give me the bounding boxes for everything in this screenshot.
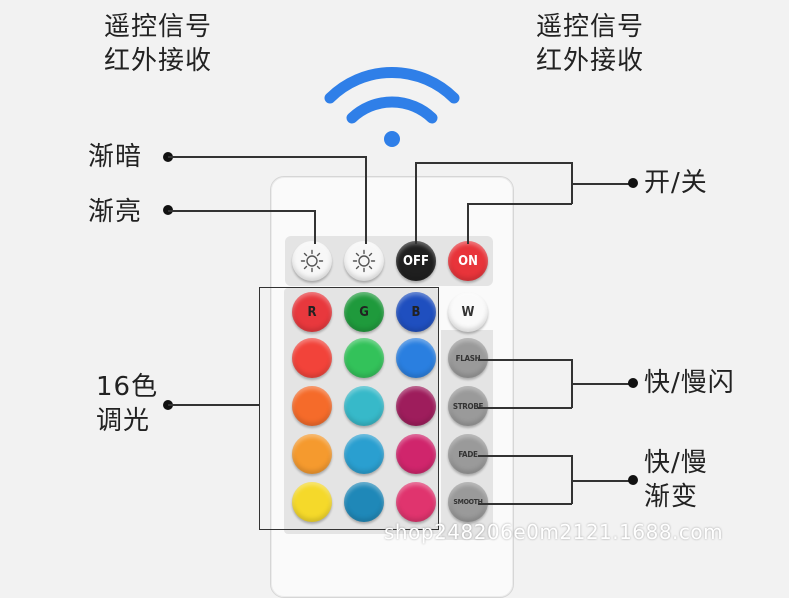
off-leader-v [415,162,417,244]
color-button[interactable] [344,482,384,522]
color-button[interactable] [292,434,332,474]
fade-smooth-label-dot [628,475,638,485]
dim-leader-h [168,156,366,158]
fade-button-label: FADE [458,449,478,459]
on-button[interactable]: ON [448,241,488,281]
signal-label-left-line1: 遥控信号 [104,12,213,42]
flash-button-label: FLASH [455,353,481,363]
onoff-label: 开/关 [644,168,708,198]
color-button[interactable] [292,338,332,378]
color-button-r-label: R [307,304,317,320]
bright-leader-v [314,210,316,244]
color-button-r[interactable]: R [292,292,332,332]
color-button[interactable] [396,338,436,378]
bright-button[interactable] [344,241,384,281]
fade-smooth-bracket-h [571,480,631,482]
strobe-button-label: STROBE [452,401,484,411]
bright-leader-h [168,210,315,212]
smooth-button[interactable]: SMOOTH [448,482,488,522]
on-leader-v [467,203,469,244]
dim-leader-v [365,156,367,244]
color-button[interactable] [292,482,332,522]
fade-smooth-label-line2: 渐变 [644,482,699,512]
signal-label-right-line1: 遥控信号 [536,12,645,42]
signal-label-left: 遥控信号 红外接收 [104,10,212,78]
on-leader-h [467,203,572,205]
color-button-g[interactable]: G [344,292,384,332]
flash-strobe-label: 快/慢闪 [644,368,735,398]
signal-label-left-line2: 红外接收 [104,46,213,76]
dim-button[interactable] [292,241,332,281]
color-label-line2: 调光 [96,406,151,436]
off-button[interactable]: OFF [396,241,436,281]
signal-label-right-line2: 红外接收 [536,46,645,76]
color-button[interactable] [292,386,332,426]
color-button[interactable] [344,434,384,474]
smooth-leader-h [478,503,572,505]
fade-leader-h [478,455,572,457]
fade-smooth-bracket-v [571,455,573,504]
dim-label: 渐暗 [88,142,143,172]
fade-smooth-label: 快/慢 渐变 [644,446,708,514]
color-button[interactable] [396,386,436,426]
watermark-text: shop248206e0m2121.1688.com [384,520,724,544]
color-label: 16色 调光 [96,370,158,438]
flash-strobe-bracket-h [571,383,631,385]
flash-strobe-label-dot [628,378,638,388]
strobe-button[interactable]: STROBE [448,386,488,426]
signal-label-right: 遥控信号 红外接收 [536,10,644,78]
fade-smooth-label-line1: 快/慢 [644,448,708,478]
color-button-g-label: G [359,304,369,320]
on-button-label: ON [458,253,478,269]
white-button[interactable]: W [448,292,488,332]
color-button[interactable] [396,434,436,474]
color-button-b[interactable]: B [396,292,436,332]
bright-label: 渐亮 [88,197,143,227]
off-button-label: OFF [403,253,429,269]
onoff-bracket-h [571,183,631,185]
sun-bright-icon [352,249,376,273]
color-label-line1: 16色 [96,372,159,402]
white-button-label: W [461,304,475,320]
sun-dim-icon [300,249,324,273]
off-leader-h [415,162,572,164]
onoff-label-dot [628,178,638,188]
color-button[interactable] [344,386,384,426]
smooth-button-label: SMOOTH [453,498,483,506]
wifi-signal-icon [324,66,460,147]
color-grid-bracket [259,287,439,530]
color-leader-h [168,404,260,406]
color-button-b-label: B [411,304,421,320]
flash-leader-h [478,359,572,361]
fade-button[interactable]: FADE [448,434,488,474]
color-button[interactable] [396,482,436,522]
flash-button[interactable]: FLASH [448,338,488,378]
strobe-leader-h [478,407,572,409]
color-button[interactable] [344,338,384,378]
